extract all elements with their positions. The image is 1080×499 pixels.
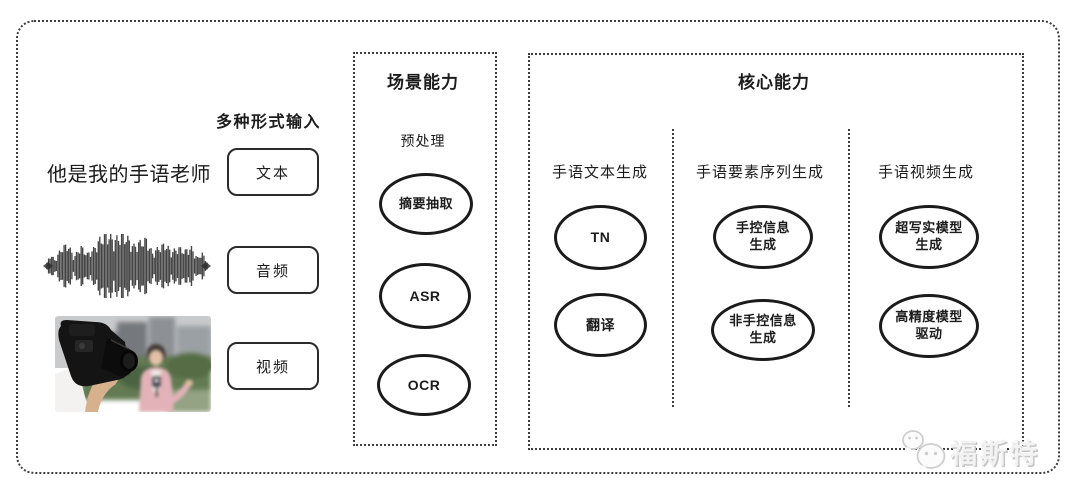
outer-frame (16, 20, 1060, 474)
core-capability-box (528, 53, 1024, 450)
node-hyperrealistic-model-generation: 超写实模型 生成 (879, 205, 979, 269)
preprocess-label: 预处理 (400, 133, 446, 149)
node-asr: ASR (379, 263, 471, 329)
node-ocr: OCR (377, 354, 471, 416)
node-non-manual-info-label: 非手控信息 生成 (729, 313, 797, 345)
input-box-text: 文本 (227, 148, 319, 196)
scene-capability-title: 场景能力 (387, 73, 459, 92)
core-divider-2 (848, 129, 850, 407)
node-manual-info-label: 手控信息 生成 (735, 220, 790, 252)
input-box-video: 视频 (227, 342, 319, 390)
column-header-element-sequence: 手语要素序列生成 (695, 164, 824, 181)
core-capability-title: 核心能力 (738, 73, 810, 92)
node-summary-extraction: 摘要抽取 (379, 173, 473, 235)
input-box-text-label: 文本 (255, 164, 290, 182)
node-ocr-label: OCR (407, 376, 441, 393)
input-box-audio-label: 音频 (255, 262, 290, 280)
node-translation: 翻译 (554, 293, 647, 357)
input-section-label: 多种形式输入 (216, 114, 322, 131)
column-header-video-generation: 手语视频生成 (877, 164, 974, 181)
video-thumbnail-image (55, 316, 211, 412)
node-translation-label: 翻译 (586, 316, 615, 333)
column-header-text-generation: 手语文本生成 (551, 164, 648, 181)
example-sentence: 他是我的手语老师 (47, 164, 211, 186)
core-divider-1 (672, 129, 674, 407)
input-box-video-label: 视频 (255, 358, 290, 376)
video-thumbnail (55, 316, 211, 412)
node-asr-label: ASR (409, 287, 441, 304)
audio-waveform (43, 233, 211, 299)
node-high-precision-model-label: 高精度模型 驱动 (895, 309, 963, 341)
node-summary-extraction-label: 摘要抽取 (398, 195, 453, 211)
node-tn: TN (554, 205, 647, 270)
node-non-manual-info-generation: 非手控信息 生成 (711, 299, 815, 361)
scene-capability-box (353, 52, 497, 446)
node-tn-label: TN (590, 229, 611, 246)
node-high-precision-model-driving: 高精度模型 驱动 (879, 294, 979, 358)
node-manual-info-generation: 手控信息 生成 (713, 205, 813, 269)
input-box-audio: 音频 (227, 246, 319, 294)
node-hyperrealistic-model-label: 超写实模型 生成 (895, 220, 963, 252)
